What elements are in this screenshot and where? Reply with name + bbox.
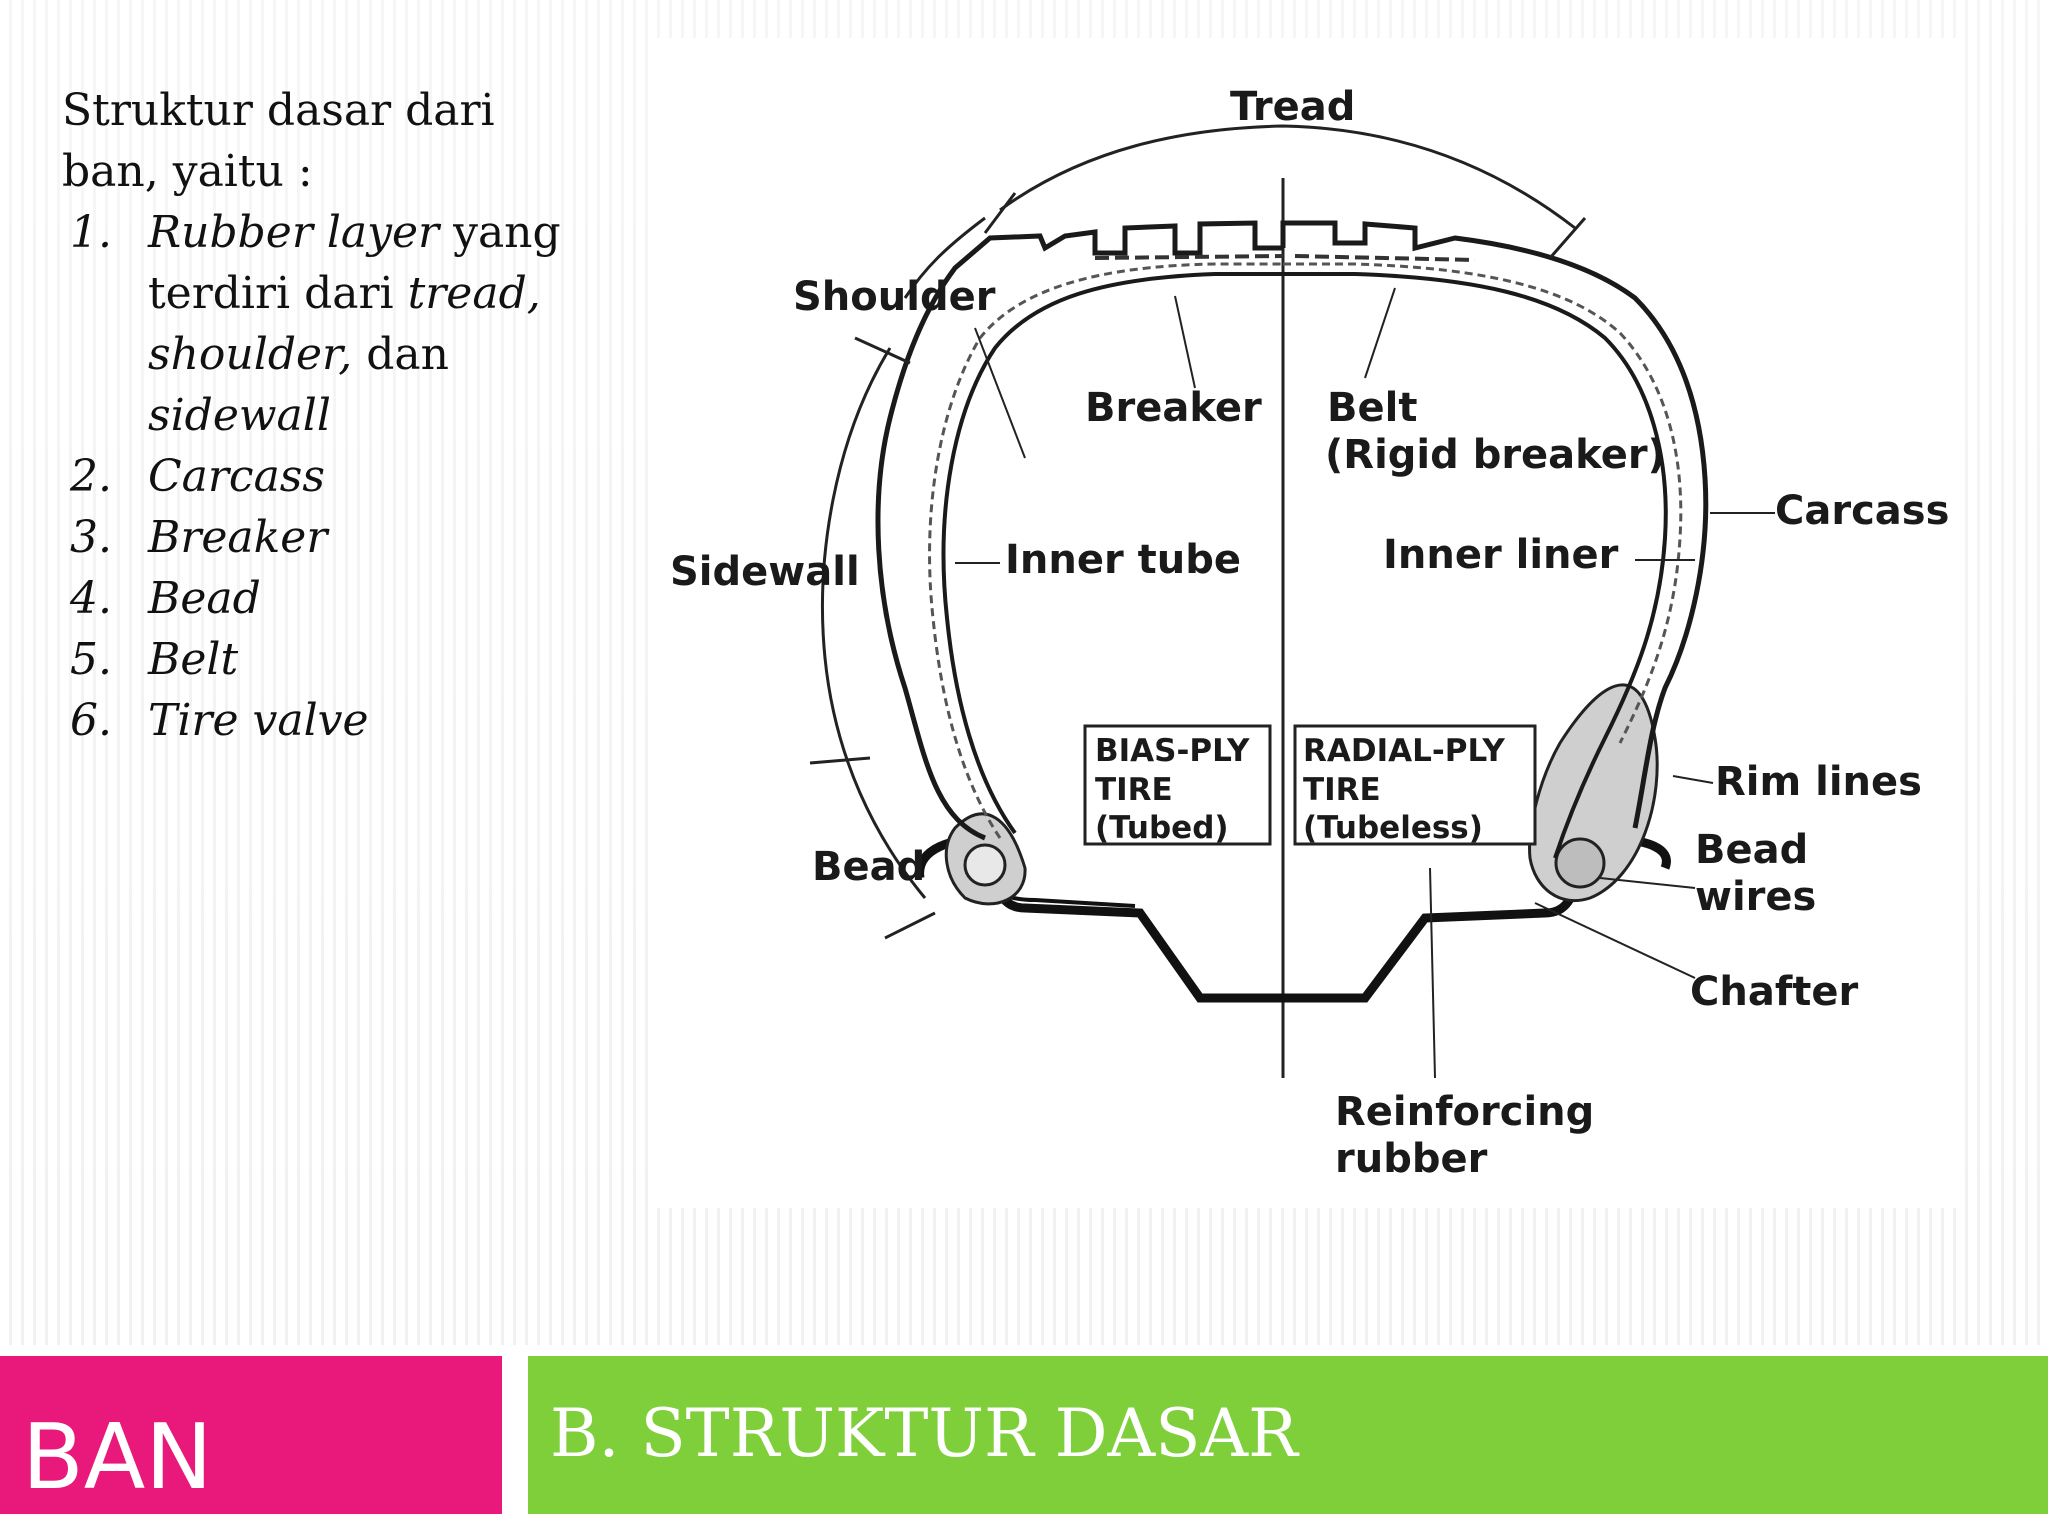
label-radial-tire: TIRE: [1303, 772, 1381, 808]
bead-tick: [884, 911, 936, 940]
tread-arc: [999, 124, 1576, 230]
sidewall-arc: [821, 347, 927, 899]
label-bias-tubed: (Tubed): [1095, 810, 1229, 846]
list-item: 6. Tire valve: [62, 690, 582, 751]
tread-tick-right: [1548, 217, 1587, 259]
list-text: yang terdiri dari: [148, 207, 561, 319]
left-bead-wires: [963, 843, 1007, 887]
list-text: dan: [352, 329, 449, 380]
sidewall-tick-top: [854, 336, 911, 365]
list-term: Carcass: [148, 451, 325, 502]
leader-chafter: [1534, 902, 1696, 979]
list-item: 4. Bead: [62, 568, 582, 629]
label-reinforcing: Reinforcing: [1335, 1089, 1594, 1135]
label-belt: Belt: [1327, 385, 1417, 431]
label-sidewall: Sidewall: [670, 549, 860, 595]
leader-reinforcing-rubber: [1429, 867, 1436, 1079]
footer-title-block: BAN: [0, 1356, 502, 1514]
label-inner-liner: Inner liner: [1383, 532, 1619, 578]
list-term: tread, shoulder,: [148, 268, 541, 380]
list-term: sidewall: [148, 390, 331, 441]
sidewall-tick-bottom: [809, 756, 871, 765]
bias-ply-box: [1083, 724, 1272, 846]
list-term: Belt: [148, 634, 239, 685]
list-number: 5.: [70, 634, 112, 685]
list-number: 6.: [70, 695, 112, 746]
list-item: 2. Carcass: [62, 446, 582, 507]
label-bead-wires-2: wires: [1695, 874, 1816, 920]
label-breaker: Breaker: [1085, 385, 1262, 431]
list-number: 1.: [70, 207, 112, 258]
tire-inner-right: [1283, 272, 1668, 859]
leader-breaker: [1174, 295, 1196, 389]
list-term: Bead: [148, 573, 261, 624]
tire-inner-left: [941, 272, 1283, 835]
label-inner-tube: Inner tube: [1005, 537, 1241, 583]
tire-outer-left: [875, 220, 1283, 841]
shoulder-arc: [903, 216, 986, 299]
label-reinforcing-rubber: rubber: [1335, 1136, 1488, 1182]
list-number: 3.: [70, 512, 112, 563]
radial-ply-box: [1293, 724, 1537, 846]
list-item: 5. Belt: [62, 629, 582, 690]
label-radial-ply: RADIAL-PLY: [1303, 733, 1505, 769]
right-bead-wires: [1554, 837, 1606, 889]
carcass-ply-left: [928, 262, 1283, 839]
list-term: Breaker: [148, 512, 328, 563]
leader-rim-lines: [1672, 775, 1714, 784]
label-belt-rigid-breaker: (Rigid breaker): [1325, 432, 1666, 478]
belt-breaker-plies: [1094, 254, 1476, 262]
intro-text: Struktur dasar dari ban, yaitu :: [62, 85, 495, 197]
tire-diagram: Tread Shoulder Breaker Belt (Rigid break…: [655, 38, 1965, 1208]
label-chafter: Chafter: [1690, 969, 1858, 1015]
structure-list: 1. Rubber layer yang terdiri dari tread, …: [62, 202, 582, 751]
leader-bead-wires: [1599, 877, 1696, 889]
tire-cross-section-svg: Tread Shoulder Breaker Belt (Rigid break…: [670, 84, 1949, 1182]
label-shoulder: Shoulder: [793, 274, 996, 320]
footer-subtitle-block: B. STRUKTUR DASAR: [528, 1356, 2048, 1514]
label-rim-lines: Rim lines: [1715, 759, 1922, 805]
list-item: 3. Breaker: [62, 507, 582, 568]
list-number: 4.: [70, 573, 112, 624]
label-bias-tire: TIRE: [1095, 772, 1173, 808]
leader-shoulder: [974, 327, 1026, 459]
list-term: Tire valve: [148, 695, 369, 746]
list-number: 2.: [70, 451, 112, 502]
tread-tick-left: [983, 192, 1017, 234]
label-radial-tubeless: (Tubeless): [1303, 810, 1483, 846]
label-bead-wires-1: Bead: [1695, 827, 1808, 873]
list-term: Rubber layer: [148, 207, 440, 258]
label-bias-ply: BIAS-PLY: [1095, 733, 1250, 769]
footer-title: BAN: [22, 1405, 213, 1510]
footer-subtitle: B. STRUKTUR DASAR: [550, 1395, 1298, 1472]
list-item: 1. Rubber layer yang terdiri dari tread, …: [62, 202, 582, 446]
carcass-ply-right: [1283, 262, 1683, 744]
text-panel: Struktur dasar dari ban, yaitu : 1. Rubbe…: [62, 80, 582, 751]
label-bead: Bead: [812, 844, 925, 890]
tire-outer-right: [1280, 220, 1709, 829]
leader-belt: [1364, 287, 1396, 379]
label-carcass: Carcass: [1775, 488, 1949, 534]
label-tread: Tread: [1230, 84, 1355, 130]
